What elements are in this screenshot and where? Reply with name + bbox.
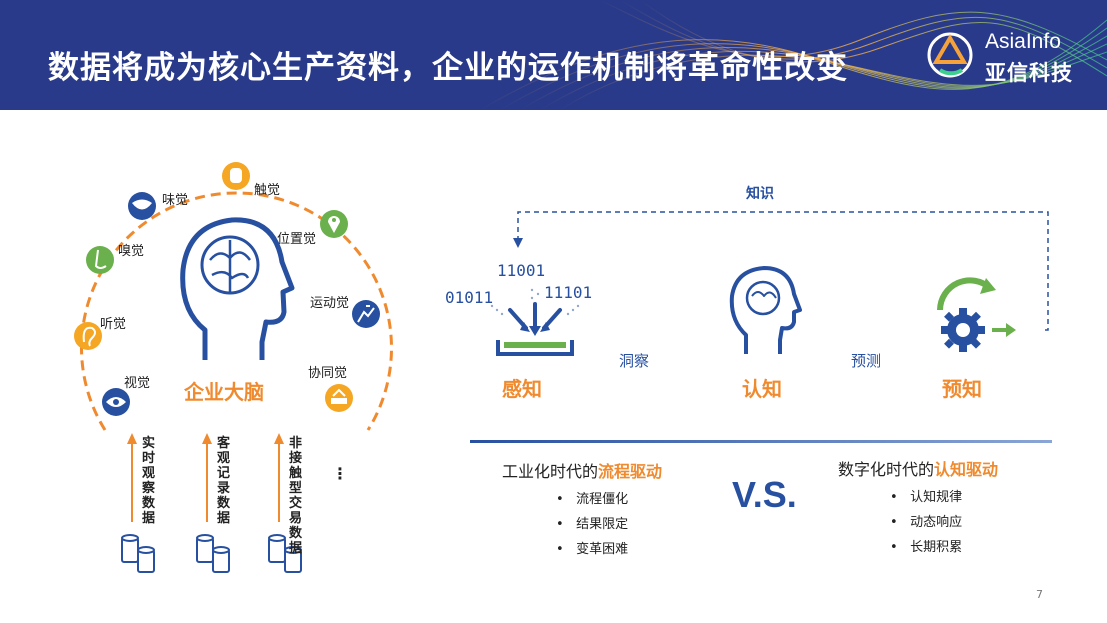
section-divider xyxy=(470,440,1052,443)
sense-label-motion: 运动觉 xyxy=(310,296,350,311)
link-insight: 洞察 xyxy=(619,352,650,370)
heading-highlight: 流程驱动 xyxy=(598,462,663,481)
hearing-icon xyxy=(74,322,102,350)
heading-prefix: 数字化时代的 xyxy=(838,460,935,479)
smell-icon xyxy=(86,246,114,274)
sense-label-taste: 味觉 xyxy=(162,193,189,208)
page-number: 7 xyxy=(1036,588,1043,601)
list-item-text: 长期积累 xyxy=(910,540,963,555)
enterprise-brain-diagram xyxy=(74,162,393,573)
sense-label-sight: 视觉 xyxy=(124,376,151,391)
column-label-realtime: 实时观察数据 xyxy=(142,436,156,526)
database-icon xyxy=(196,534,230,573)
versus-label: V.S. xyxy=(732,474,797,515)
header-wave-decoration xyxy=(479,0,1107,110)
logo-text-en: AsiaInfo xyxy=(985,30,1061,53)
gear-icon xyxy=(937,277,1016,352)
column-label-objective: 客观记录数据 xyxy=(217,436,231,526)
taste-icon xyxy=(128,192,156,220)
location-icon xyxy=(320,210,348,238)
sense-label-smell: 嗅觉 xyxy=(118,244,145,259)
list-item-text: 变革困难 xyxy=(576,542,629,557)
sense-label-hearing: 听觉 xyxy=(100,317,127,332)
more-ellipsis: ⋮ xyxy=(332,464,348,483)
sense-label-touch: 触觉 xyxy=(254,183,281,198)
motion-icon xyxy=(352,300,380,328)
logo-text-cn: 亚信科技 xyxy=(985,61,1073,85)
database-icon xyxy=(121,534,155,573)
list-item: • 认知规律 xyxy=(890,490,963,505)
binary-text: 11001 xyxy=(497,261,546,280)
cognition-flow-diagram xyxy=(490,211,1049,356)
brain-head-icon xyxy=(180,217,295,360)
knowledge-label: 知识 xyxy=(746,186,774,202)
list-item: • 长期积累 xyxy=(890,540,963,555)
list-item-text: 动态响应 xyxy=(910,515,963,530)
sense-label-location: 位置觉 xyxy=(277,232,317,247)
link-predict: 预测 xyxy=(851,352,882,370)
page-title: 数据将成为核心生产资料，企业的运作机制将革命性改变 xyxy=(48,50,848,86)
heading-digital: 数字化时代的认知驱动 xyxy=(838,456,998,480)
knowledge-loop-line xyxy=(517,211,1049,331)
list-item-text: 认知规律 xyxy=(910,490,963,505)
touch-icon xyxy=(222,162,250,190)
sense-label-collaboration: 协同觉 xyxy=(308,366,348,381)
list-item-text: 结果限定 xyxy=(576,517,629,532)
binary-text: 01011 xyxy=(445,288,494,307)
list-item: • 动态响应 xyxy=(890,515,963,530)
list-item: • 结果限定 xyxy=(556,517,629,532)
stage-perception: 感知 xyxy=(502,377,542,401)
sight-icon xyxy=(102,388,130,416)
stage-prediction: 预知 xyxy=(942,377,982,401)
list-item-text: 流程僵化 xyxy=(576,492,629,507)
collaboration-icon xyxy=(325,384,353,412)
heading-industrial: 工业化时代的流程驱动 xyxy=(502,458,662,482)
list-item: • 流程僵化 xyxy=(556,492,629,507)
logo-ring xyxy=(927,32,973,78)
stage-cognition: 认知 xyxy=(742,377,782,401)
column-label-contactless: 非接触型交易数据 xyxy=(289,436,303,556)
header-banner: 数据将成为核心生产资料，企业的运作机制将革命性改变 AsiaInfo 亚信科技 xyxy=(0,0,1107,110)
cognition-head-icon xyxy=(729,266,802,354)
database-icon xyxy=(268,534,302,573)
perception-icon xyxy=(490,288,580,356)
list-item: • 变革困难 xyxy=(556,542,629,557)
binary-text: 11101 xyxy=(544,283,593,302)
heading-prefix: 工业化时代的 xyxy=(502,462,599,481)
heading-highlight: 认知驱动 xyxy=(934,460,999,479)
enterprise-brain-label: 企业大脑 xyxy=(184,380,264,404)
